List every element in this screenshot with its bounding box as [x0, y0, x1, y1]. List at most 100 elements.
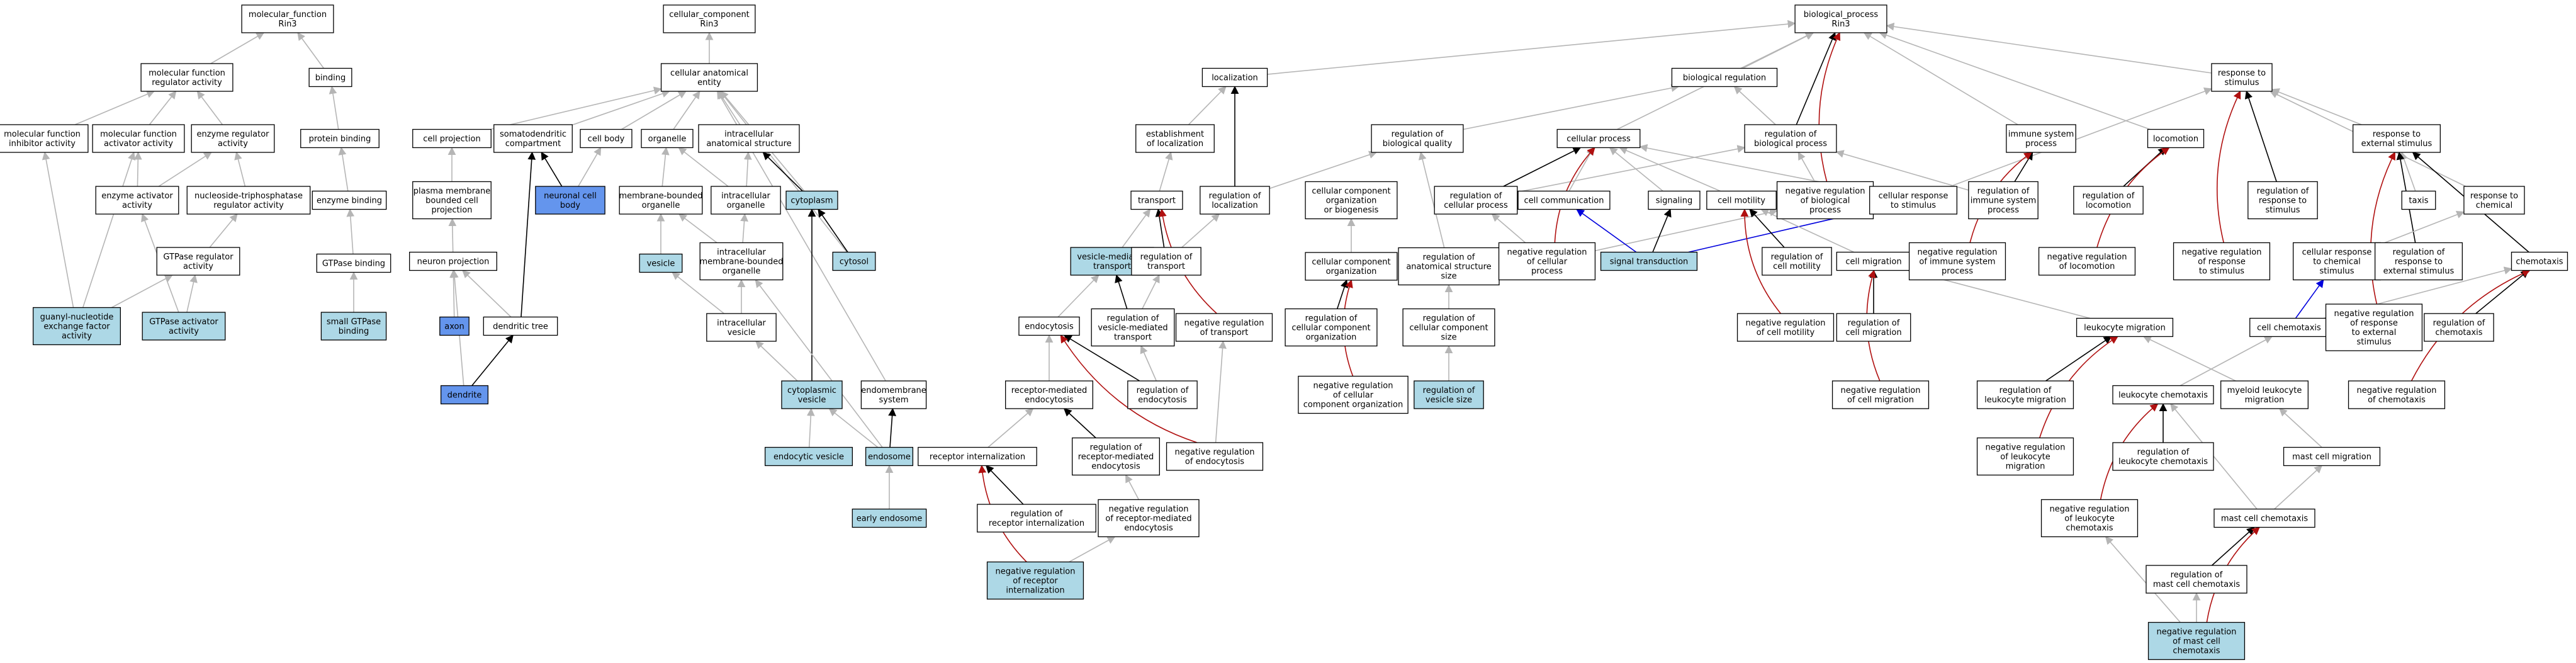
- go-term-label-line: activity: [183, 262, 213, 271]
- go-term-box: [1201, 67, 1268, 88]
- relation-edge-is-a: [346, 208, 355, 254]
- relation-edge-is-a: [210, 32, 265, 64]
- go-term-label-line: endocytosis: [1124, 524, 1173, 533]
- go-term-box: [1305, 181, 1398, 220]
- go-term-label-line: to external: [2352, 328, 2397, 337]
- go-term-label-line: of transport: [1200, 328, 1249, 337]
- go-term-node: cell communication: [1517, 190, 1611, 210]
- go-term-label-line: response to: [2259, 196, 2307, 206]
- go-term-label-line: chemotaxis: [2173, 647, 2220, 656]
- go-term-label-line: cellular component: [1409, 324, 1488, 333]
- relation-edge-part-of: [1503, 147, 1582, 187]
- go-term-node: cellular process: [1556, 128, 1641, 149]
- go-term-box: [1831, 380, 1930, 409]
- go-term-label-line: regulation of: [2171, 570, 2223, 580]
- go-term-box: [1836, 313, 1911, 342]
- go-term-label-line: to stimulus: [2199, 267, 2244, 276]
- go-term-label-line: localization: [1212, 201, 1258, 210]
- go-term-box: [2006, 124, 2076, 153]
- go-term-label-line: process: [1942, 267, 1973, 276]
- go-term-label-line: process: [1809, 206, 1841, 215]
- go-term-label-line: receptor internalization: [930, 453, 1025, 462]
- go-term-label-line: vesicle size: [1426, 395, 1472, 405]
- go-term-label-line: external stimulus: [2383, 267, 2455, 276]
- go-term-label-line: dendrite: [447, 391, 482, 400]
- go-term-node: signal transduction: [1600, 251, 1698, 271]
- go-term-box: [241, 4, 334, 33]
- relation-edge-part-of: [1063, 334, 1140, 382]
- go-term-label-line: enzyme binding: [317, 196, 382, 206]
- go-term-label-line: transport: [1138, 196, 1176, 206]
- go-term-box: [1098, 499, 1200, 538]
- go-term-box: [2213, 508, 2315, 528]
- relation-edge-is-a: [1760, 208, 1854, 253]
- go-term-box: [2511, 251, 2568, 271]
- go-term-node: organelle: [641, 128, 694, 149]
- go-term-box: [493, 124, 573, 153]
- go-term-label-line: intracellular: [721, 191, 770, 201]
- go-term-box: [1072, 437, 1161, 476]
- go-term-label-line: mast cell chemotaxis: [2153, 580, 2241, 589]
- go-term-label-line: receptor internalization: [989, 519, 1084, 528]
- relation-edge-is-a: [42, 151, 74, 308]
- go-term-label-line: chemotaxis: [2516, 258, 2563, 267]
- go-term-label-line: negative regulation: [1985, 443, 2065, 453]
- relation-edge-neg-regulates: [1818, 31, 1841, 182]
- go-term-label-line: regulation of: [1423, 314, 1475, 324]
- go-term-box: [440, 385, 489, 405]
- go-term-label-line: negative regulation: [1745, 319, 1825, 328]
- relation-edge-neg-regulates: [2370, 151, 2396, 305]
- go-term-box: [1776, 181, 1874, 220]
- go-term-label-line: GTPase binding: [322, 259, 385, 269]
- go-term-label-line: regulation of: [1137, 386, 1189, 395]
- go-term-label-line: immune system: [1971, 196, 2037, 206]
- go-term-label-line: migration: [2006, 462, 2045, 472]
- go-term-label-line: signaling: [1656, 196, 1693, 206]
- relation-edge-is-a: [1057, 275, 1100, 318]
- go-term-node: cytosol: [832, 251, 876, 271]
- go-term-label-line: cell chemotaxis: [2257, 324, 2321, 333]
- go-term-node: leukocyte migration: [2076, 317, 2174, 337]
- relation-edge-neg-regulates: [2217, 90, 2241, 243]
- go-term-node: localization: [1201, 67, 1268, 88]
- go-term-label-line: organelle: [642, 201, 680, 210]
- go-term-node: early endosome: [852, 508, 927, 528]
- relation-edge-part-of: [1796, 31, 1836, 125]
- go-term-label-line: negative regulation: [1917, 248, 1997, 258]
- relation-edge-is-a: [82, 151, 136, 308]
- go-term-label-line: cell migration: [1845, 258, 1901, 267]
- go-term-label-line: stimulus: [2265, 206, 2300, 215]
- go-term-label-line: plasma membrane: [413, 187, 491, 196]
- go-term-label-line: membrane-bounded: [699, 258, 783, 267]
- relation-edge-is-a: [196, 90, 223, 125]
- go-term-label-line: of cellular: [1333, 391, 1374, 400]
- go-term-box: [1127, 380, 1198, 409]
- relation-edge-is-a: [678, 147, 729, 187]
- go-term-label-line: of response: [2198, 258, 2246, 267]
- relation-edge-is-a: [743, 151, 752, 187]
- go-term-label-line: vesicle-mediated: [1077, 252, 1147, 262]
- go-term-node: protein binding: [300, 128, 380, 149]
- go-term-label-line: regulation of: [1140, 252, 1193, 262]
- relation-edge-is-a: [673, 90, 700, 130]
- go-term-label-line: of mast cell: [2173, 637, 2220, 647]
